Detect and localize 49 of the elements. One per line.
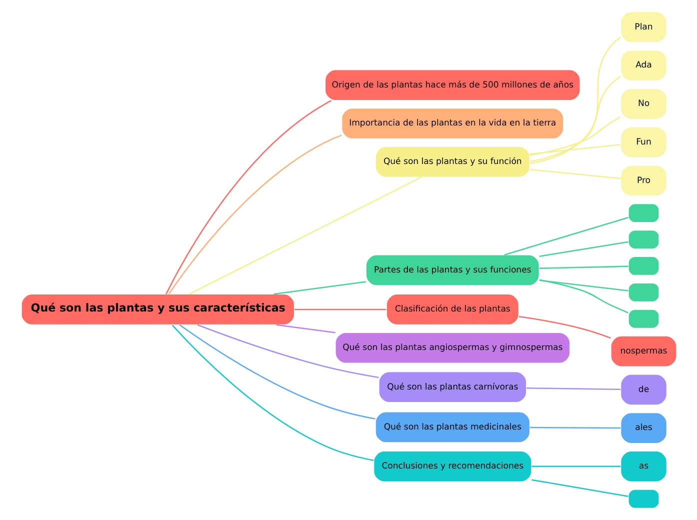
node-box: Clasificación de las plantas [386,294,519,326]
connector [531,479,628,497]
node-box: Qué son las plantas medicinales [374,411,530,443]
connector [171,324,374,462]
node-box: Qué son las plantas angiospermas y gimnospermas [334,332,570,364]
connector [526,387,620,390]
node-box: Conclusiones y recomendaciones [372,450,532,482]
node-box [627,282,660,302]
node-box: Qué son las plantas carnívoras [378,371,526,403]
connector [538,279,628,314]
node-box: ales [620,412,667,444]
node-box [627,309,660,329]
node-box: Partes de las plantas y sus funciones [365,254,540,286]
connector [165,100,332,294]
connector [529,76,621,162]
node-box: as [620,450,667,482]
connector [273,281,366,295]
connector [538,280,628,292]
connector [188,176,421,295]
node-box: Ada [620,50,667,82]
connector [530,116,620,156]
connector [538,266,628,269]
node-box [627,230,660,250]
node-box: Origen de las plantas hace más de 500 millones de años [324,69,580,101]
node-box: nospermas [610,336,677,368]
node-box: Plan [620,11,667,43]
connector [529,426,620,429]
connector [529,168,620,180]
node-box: Qué son las plantas y sus características [20,294,294,326]
connector [504,216,628,256]
node-box [627,203,660,223]
connector [196,324,378,378]
node-box: de [620,374,667,406]
connector [178,324,375,420]
node-box [627,489,660,509]
connector [276,324,335,334]
node-box: Fun [620,126,667,158]
node-box: Importancia de las plantas en la vida en la tierra [340,108,564,140]
connector [538,241,628,257]
connector [168,134,342,294]
connector [529,36,620,164]
node-box: Pro [620,164,667,196]
node-box: No [620,88,667,120]
connector [518,316,610,339]
connector [294,308,386,310]
node-box: Qué son las plantas y su función [374,146,530,178]
connector [529,144,620,155]
node-box [627,256,660,276]
connector [531,466,620,468]
